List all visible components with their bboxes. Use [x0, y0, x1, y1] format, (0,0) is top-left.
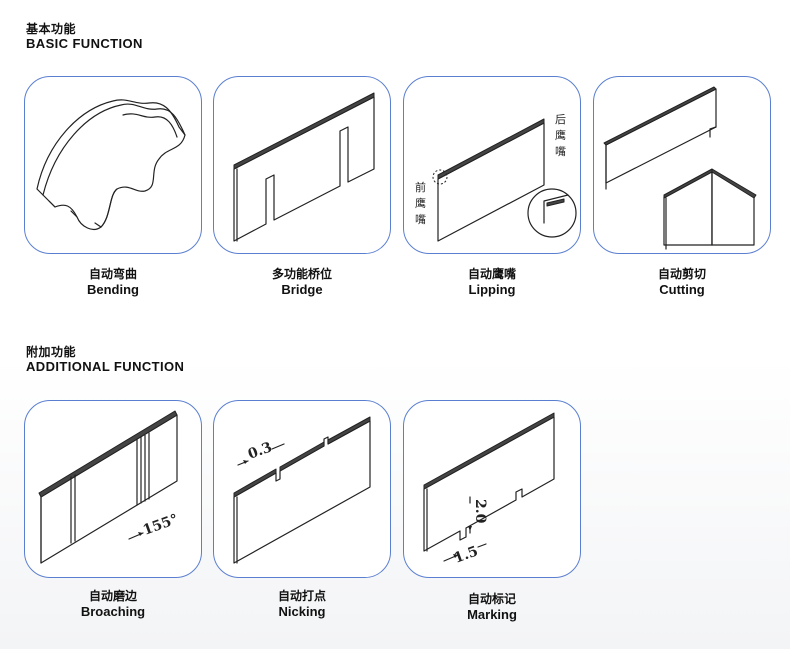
cutting-label-zh: 自动剪切: [657, 267, 706, 281]
bending-caption: 自动弯曲 Bending: [24, 267, 202, 298]
lipping-front-char-1: 前: [415, 180, 426, 194]
marking-label-en: Marking: [467, 607, 517, 622]
basic-section-title-zh: 基本功能: [26, 22, 77, 36]
nicking-depth-label: 0.3: [246, 439, 274, 462]
broaching-illustration: 155°: [38, 410, 181, 564]
nicking-label-zh: 自动打点: [277, 589, 326, 603]
broaching-angle-label: 155°: [141, 511, 181, 538]
nicking-label-en: Nicking: [278, 604, 326, 619]
bridge-card[interactable]: [213, 76, 391, 254]
lipping-back-char-3: 嘴: [555, 145, 566, 158]
bridge-label-zh: 多功能桥位: [271, 267, 332, 281]
lipping-label-zh: 自动鹰嘴: [467, 267, 516, 281]
bridge-illustration: [233, 92, 375, 242]
lipping-card[interactable]: 后 鹰 嘴 前 鹰 嘴: [403, 76, 581, 254]
marking-height-label: 2.0: [472, 499, 488, 524]
nicking-card[interactable]: 0.3: [213, 400, 391, 578]
broaching-caption: 自动磨边 Broaching: [24, 589, 202, 620]
bridge-label-en: Bridge: [281, 282, 323, 297]
bending-label-zh: 自动弯曲: [88, 267, 137, 281]
cutting-illustration: [603, 86, 757, 250]
lipping-caption: 自动鹰嘴 Lipping: [403, 267, 581, 298]
marking-caption: 自动标记 Marking: [403, 592, 581, 623]
lipping-front-char-2: 鹰: [415, 196, 426, 210]
marking-illustration: 2.0 1.5: [423, 412, 555, 567]
bending-illustration: [36, 99, 186, 230]
cutting-caption: 自动剪切 Cutting: [593, 267, 771, 298]
additional-section-title-zh: 附加功能: [26, 345, 77, 359]
additional-section-title-en: ADDITIONAL FUNCTION: [26, 359, 185, 374]
lipping-front-char-3: 嘴: [415, 213, 426, 226]
lipping-label-en: Lipping: [468, 282, 516, 297]
nicking-illustration: 0.3: [233, 416, 371, 564]
lipping-back-char-1: 后: [555, 113, 566, 126]
bridge-caption: 多功能桥位 Bridge: [213, 267, 391, 298]
bending-card[interactable]: [24, 76, 202, 254]
marking-width-label: 1.5: [452, 543, 480, 566]
broaching-label-zh: 自动磨边: [88, 589, 137, 603]
lipping-back-char-2: 鹰: [555, 128, 566, 142]
lipping-illustration: 后 鹰 嘴 前 鹰 嘴: [415, 113, 577, 242]
broaching-label-en: Broaching: [80, 604, 146, 619]
bending-label-en: Bending: [87, 282, 139, 297]
cutting-card[interactable]: [593, 76, 771, 254]
cutting-label-en: Cutting: [659, 282, 705, 297]
basic-section-title-en: BASIC FUNCTION: [26, 36, 143, 51]
marking-label-zh: 自动标记: [467, 592, 516, 606]
marking-card[interactable]: 2.0 1.5: [403, 400, 581, 578]
nicking-caption: 自动打点 Nicking: [213, 589, 391, 620]
broaching-card[interactable]: 155°: [24, 400, 202, 578]
